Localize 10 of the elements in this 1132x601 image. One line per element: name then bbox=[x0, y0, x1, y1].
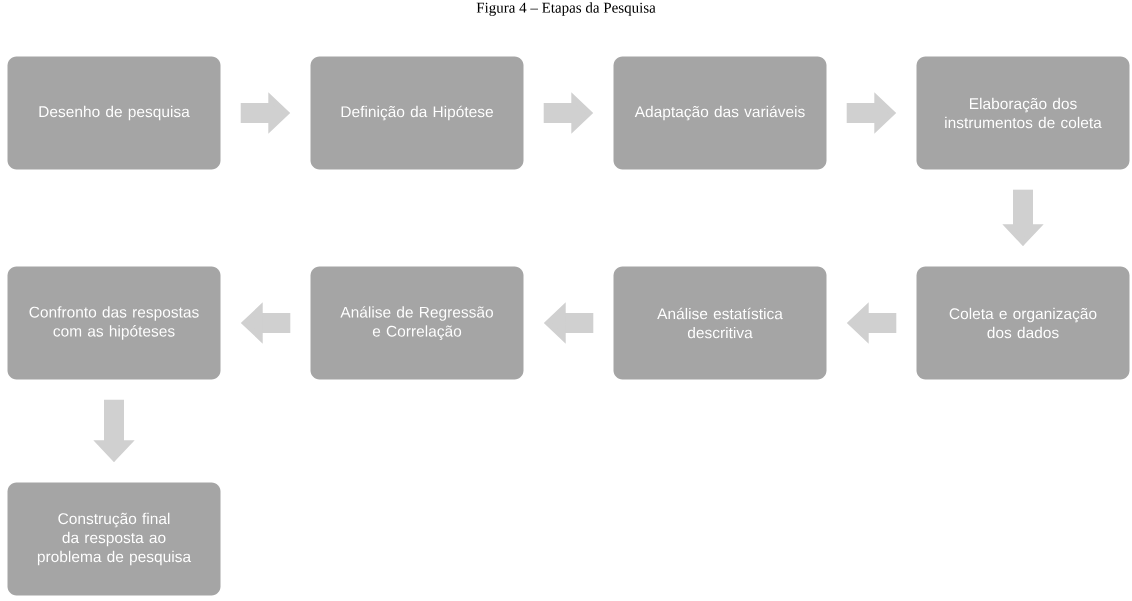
process-box: Desenho de pesquisa bbox=[7, 56, 221, 170]
process-box: Confronto das respostas com as hipóteses bbox=[7, 266, 221, 380]
process-box: Construção final da resposta ao problema de pesquisa bbox=[7, 482, 221, 596]
process-box: Adaptação das variáveis bbox=[613, 56, 827, 170]
process-box: Elaboração dos instrumentos de coleta bbox=[916, 56, 1130, 170]
process-box: Definição da Hipótese bbox=[310, 56, 524, 170]
title: Figura 4 – Etapas da Pesquisa bbox=[476, 2, 656, 16]
process-box: Coleta e organização dos dados bbox=[916, 266, 1130, 380]
process-box: Análise de Regressão e Correlação bbox=[310, 266, 524, 380]
process-box: Análise estatística descritiva bbox=[613, 266, 827, 380]
